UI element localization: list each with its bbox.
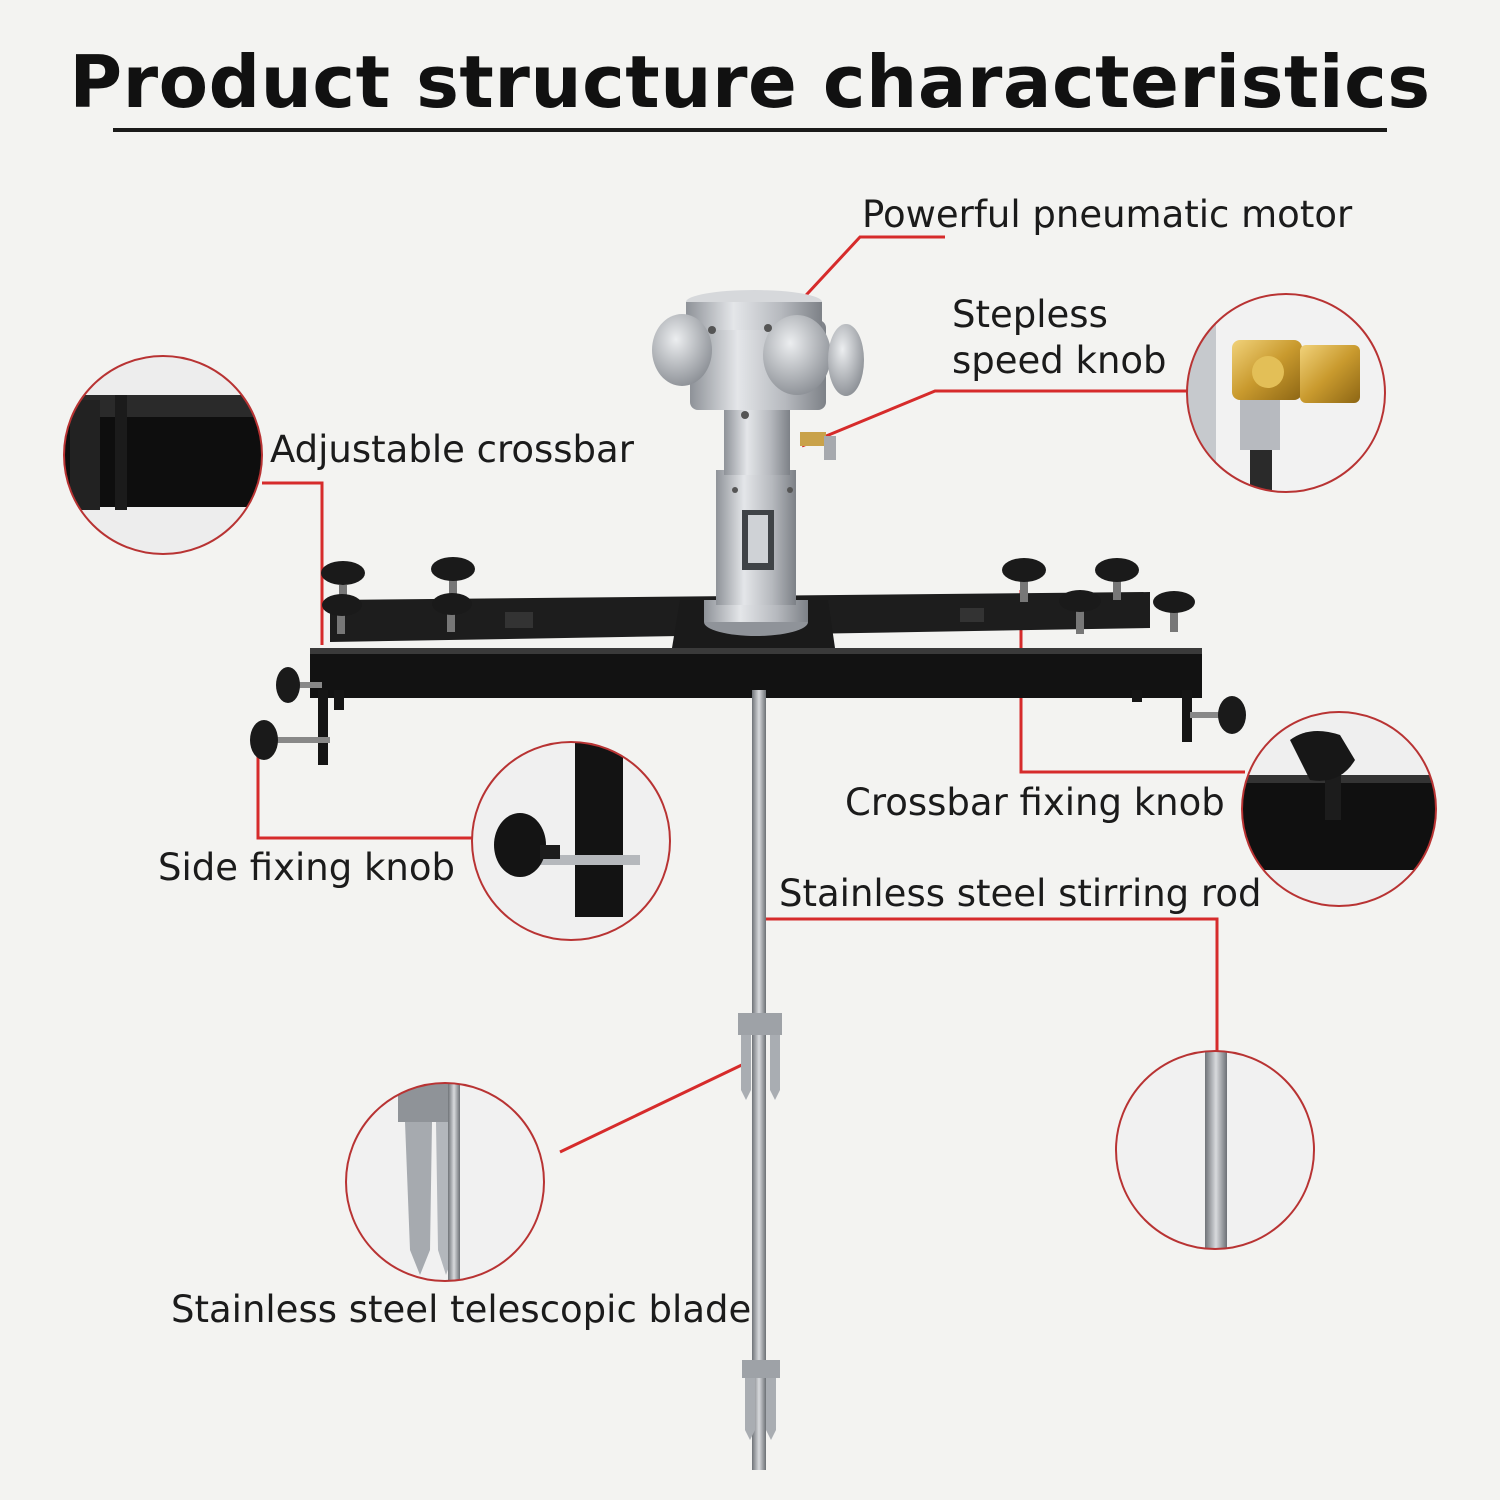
callout-crossbar-closeup — [63, 355, 263, 555]
left-side-bracket — [318, 690, 328, 765]
pneumatic-motor — [652, 290, 864, 636]
knob-icon — [322, 594, 362, 634]
knob-icon — [1153, 591, 1195, 632]
callout-stirring-rod-closeup — [1115, 1050, 1315, 1250]
leader-stirring-rod — [762, 917, 1219, 1052]
label-crossbar-fixing-knob: Crossbar fixing knob — [845, 781, 1225, 824]
callout-speed-knob-closeup — [1186, 293, 1386, 493]
leader-telescopic-blade — [559, 1060, 749, 1154]
callout-telescopic-blade-closeup — [345, 1082, 545, 1282]
speed-knob-valve — [800, 432, 826, 446]
leader-speed-knob — [801, 389, 1188, 448]
knob-icon — [1095, 558, 1139, 600]
telescopic-blade-lower — [742, 1360, 780, 1378]
knob-icon — [1059, 590, 1101, 634]
stirring-rod — [738, 690, 782, 1470]
label-telescopic-blade: Stainless steel telescopic blade — [171, 1288, 752, 1331]
label-speed-knob-line1: Stepless — [952, 293, 1108, 336]
label-side-fixing-knob: Side fixing knob — [158, 846, 455, 889]
crossbar-frame — [310, 592, 1202, 765]
callout-crossbar-fixing-knob-closeup — [1241, 711, 1437, 907]
knob-icon — [432, 593, 472, 632]
label-speed-knob-line2: speed knob — [952, 339, 1167, 382]
page-title: Product structure characteristics — [69, 40, 1431, 124]
knob-icon — [250, 720, 330, 760]
leader-crossbar — [262, 481, 324, 645]
knob-icon — [1190, 696, 1246, 734]
crossbar-front-beam — [310, 648, 1202, 698]
knob-icon — [431, 557, 475, 605]
callout-side-fixing-knob-closeup — [471, 741, 671, 941]
knob-icon — [1002, 558, 1046, 602]
label-adjustable-crossbar: Adjustable crossbar — [270, 428, 634, 471]
label-pneumatic-motor: Powerful pneumatic motor — [862, 193, 1353, 236]
telescopic-blade-upper — [738, 1013, 782, 1035]
leader-side-fixing-knob — [256, 745, 473, 840]
label-stirring-rod: Stainless steel stirring rod — [779, 872, 1262, 915]
leader-motor — [794, 235, 945, 308]
knob-icon — [276, 667, 322, 703]
right-side-bracket — [1182, 690, 1192, 742]
crossbar-knobs — [250, 557, 1246, 760]
title-underline — [113, 128, 1387, 132]
